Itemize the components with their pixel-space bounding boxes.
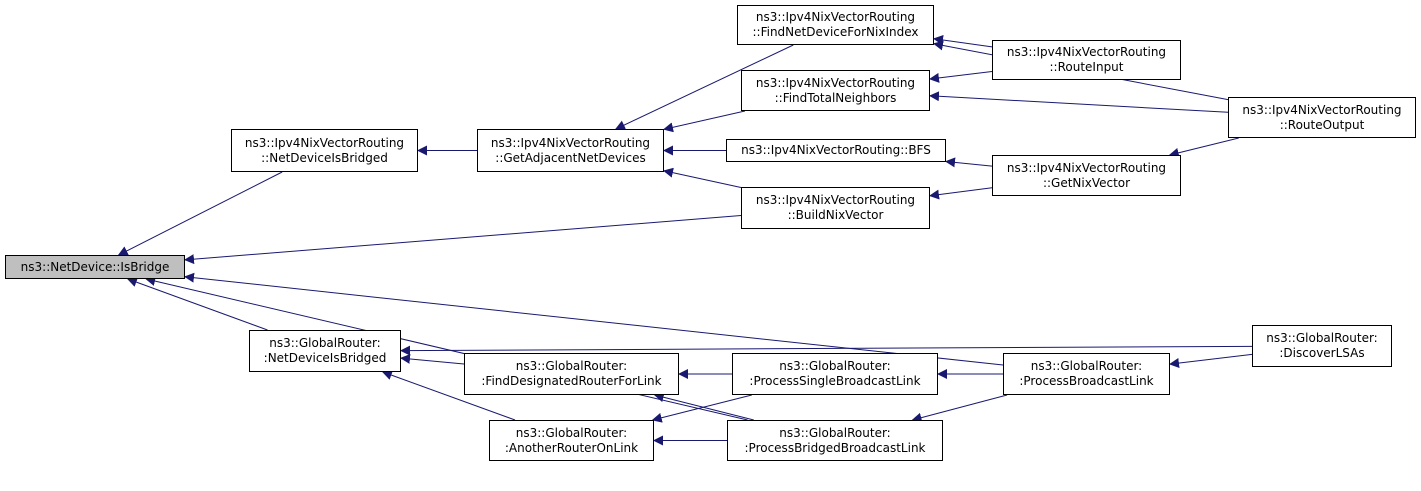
edge-nix_netdev_bridged-to-isbridge (117, 171, 283, 256)
edge-route_output-to-find_total_neighbors (929, 91, 1229, 113)
node-globalrouter-processsinglebroadcastlink[interactable]: ns3::GlobalRouter: :ProcessSingleBroadca… (732, 353, 938, 395)
edge-find_designated-to-gr_netdev_bridged (400, 353, 465, 365)
edge-gr_netdev_bridged-to-isbridge (126, 277, 268, 331)
edge-build_nix-to-get_adjacent (663, 167, 742, 188)
node-ipv4nix-bfs[interactable]: ns3::Ipv4NixVectorRouting::BFS (726, 139, 946, 162)
edge-process_broadcast-to-process_bridged (911, 394, 1008, 423)
edge-process_broadcast-to-isbridge (184, 272, 1004, 366)
node-globalrouter-processbridgedbroadcastlink[interactable]: ns3::GlobalRouter: :ProcessBridgedBroadc… (727, 420, 943, 461)
node-ipv4nix-routeinput[interactable]: ns3::Ipv4NixVectorRouting ::RouteInput (992, 40, 1181, 80)
edge-build_nix-to-isbridge (184, 215, 742, 265)
node-netdevice-isbridge: ns3::NetDevice::IsBridge (5, 255, 185, 279)
edge-find_total_neighbors-to-get_adjacent (663, 110, 746, 133)
node-ipv4nix-findnetdevicefornixindex[interactable]: ns3::Ipv4NixVectorRouting ::FindNetDevic… (737, 5, 934, 45)
edge-find_netdev_nix-to-get_adjacent (614, 44, 794, 130)
edge-discover_lsas-to-gr_netdev_bridged (400, 345, 1253, 356)
edge-route_input-to-find_total_neighbors (929, 70, 993, 83)
edge-discover_lsas-to-process_broadcast (1169, 353, 1253, 368)
edge-route_input-to-find_netdev_nix (933, 35, 993, 48)
node-globalrouter-discoverlsas[interactable]: ns3::GlobalRouter: :DiscoverLSAs (1252, 325, 1392, 367)
node-ipv4nix-routeoutput[interactable]: ns3::Ipv4NixVectorRouting ::RouteOutput (1228, 97, 1416, 138)
node-globalrouter-netdeviceisbridged[interactable]: ns3::GlobalRouter: :NetDeviceIsBridged (249, 330, 401, 372)
node-ipv4nix-buildnixvector[interactable]: ns3::Ipv4NixVectorRouting ::BuildNixVect… (741, 187, 930, 229)
edge-get_nix-to-bfs (945, 157, 993, 168)
node-ipv4nix-findtotalneighbors[interactable]: ns3::Ipv4NixVectorRouting ::FindTotalNei… (741, 70, 930, 111)
node-globalrouter-processbroadcastlink[interactable]: ns3::GlobalRouter: :ProcessBroadcastLink (1003, 353, 1170, 395)
node-ipv4nix-getnixvector[interactable]: ns3::Ipv4NixVectorRouting ::GetNixVector (992, 155, 1181, 196)
edge-process_bridged-to-isbridge (145, 276, 748, 421)
node-ipv4nix-getadjacentnetdevices[interactable]: ns3::Ipv4NixVectorRouting ::GetAdjacentN… (477, 129, 664, 172)
edge-get_nix-to-build_nix (929, 187, 993, 200)
edge-another_router-to-gr_netdev_bridged (381, 370, 516, 421)
edge-route_output-to-get_nix (1168, 137, 1239, 158)
node-globalrouter-finddesignatedrouterforlink[interactable]: ns3::GlobalRouter: :FindDesignatedRouter… (464, 353, 679, 395)
node-ipv4nix-netdeviceisbridged[interactable]: ns3::Ipv4NixVectorRouting ::NetDeviceIsB… (231, 129, 418, 172)
node-globalrouter-anotherrouteronlink[interactable]: ns3::GlobalRouter: :AnotherRouterOnLink (489, 420, 654, 461)
edge-process_single-to-another_router (651, 394, 752, 423)
